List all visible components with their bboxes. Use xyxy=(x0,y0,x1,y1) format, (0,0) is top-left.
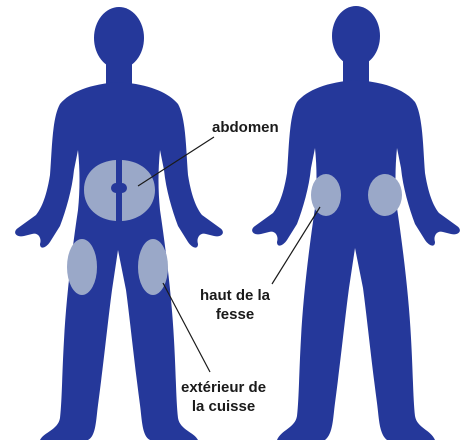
front-head xyxy=(94,7,144,69)
back-torso xyxy=(252,80,460,440)
outer-thigh-label-line-1: extérieur de xyxy=(181,378,266,397)
outer-thigh-label: extérieur de la cuisse xyxy=(181,378,266,416)
abdomen-label: abdomen xyxy=(212,118,279,137)
upper-buttock-label-line-2: fesse xyxy=(200,305,270,324)
outer-thigh-label-line-2: la cuisse xyxy=(181,397,266,416)
upper-buttock-label-line-1: haut de la xyxy=(200,286,270,305)
upper-buttock-site-left xyxy=(311,174,341,216)
upper-buttock-site-right xyxy=(368,174,402,216)
outer-thigh-site-left xyxy=(67,239,97,295)
front-body-figure xyxy=(15,7,223,440)
back-body-figure xyxy=(252,6,460,440)
back-head xyxy=(332,6,380,66)
abdomen-label-line-1: abdomen xyxy=(212,118,279,137)
outer-thigh-site-right xyxy=(138,239,168,295)
upper-buttock-label: haut de la fesse xyxy=(200,286,270,324)
